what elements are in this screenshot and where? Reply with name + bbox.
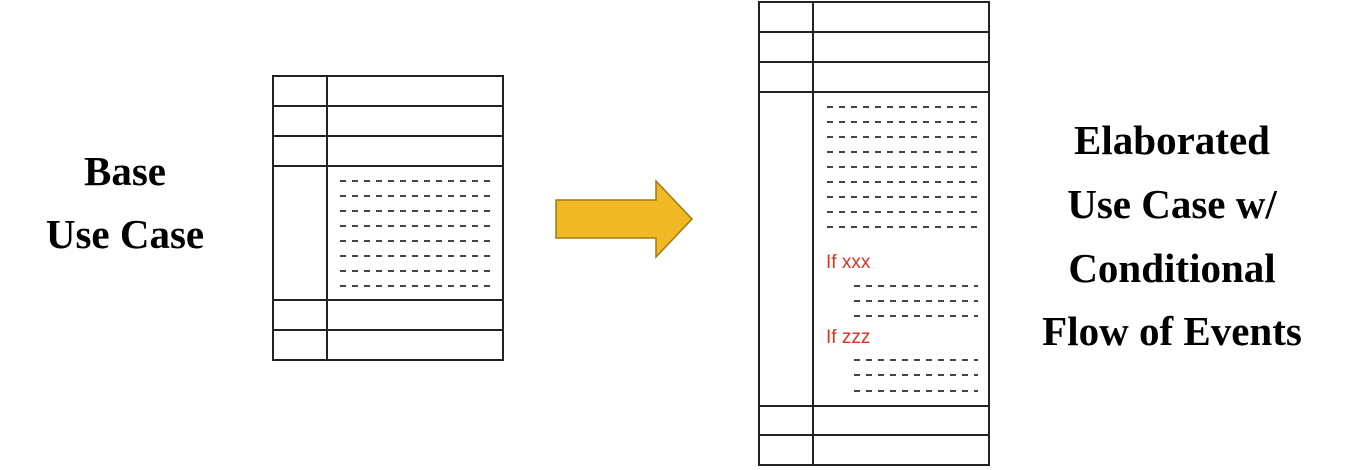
elaborated-use-case-table <box>758 1 990 466</box>
flow-lines <box>340 180 492 287</box>
base-use-case-label: Base Use Case <box>46 148 204 257</box>
base-use-case-table <box>272 75 504 361</box>
condition-if-zzz: If zzz <box>826 327 870 348</box>
label-line: Use Case w/ <box>1067 181 1277 227</box>
label-line: Conditional <box>1068 245 1275 291</box>
condition-if-xxx: If xxx <box>826 252 871 273</box>
label-line: Use Case <box>46 211 204 257</box>
elaborated-use-case-label: Elaborated Use Case w/ Conditional Flow … <box>1042 117 1302 354</box>
arrow-icon <box>555 179 694 259</box>
label-line: Flow of Events <box>1042 308 1302 354</box>
label-line: Base <box>84 148 166 194</box>
label-line: Elaborated <box>1074 117 1270 163</box>
flow-lines <box>827 106 978 392</box>
